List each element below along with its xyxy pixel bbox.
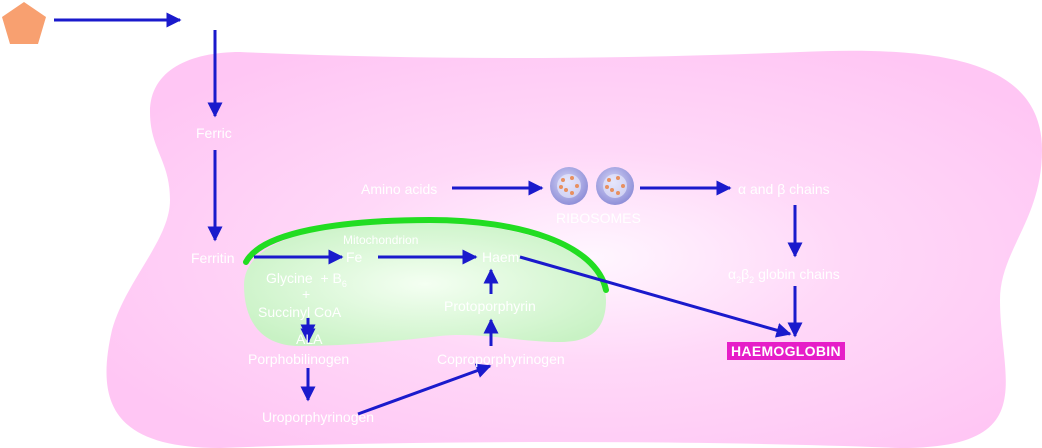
ribosome-icon xyxy=(596,167,634,205)
ferritin-label: Ferritin xyxy=(191,250,235,266)
ala-label: ALA xyxy=(296,331,323,347)
alpha-beta-chains-label: α and β chains xyxy=(738,181,830,197)
succinyl-coa-label: Succinyl CoA xyxy=(258,304,342,320)
ferric-label: Ferric xyxy=(196,125,232,141)
coproporphyrinogen-label: Coproporphyrinogen xyxy=(437,351,565,367)
amino-acids-label: Amino acids xyxy=(361,181,438,197)
mitochondrion-label: Mitochondrion xyxy=(343,233,419,247)
fe-label: Fe xyxy=(346,249,363,265)
plus-label: + xyxy=(302,286,311,302)
pentagon-icon xyxy=(2,2,46,44)
ribosome-icon xyxy=(550,167,588,205)
glycine-label: Glycine + B6 xyxy=(266,270,347,289)
arrow-haem-haemoglobin xyxy=(519,255,792,338)
ribosomes-label: RIBOSOMES xyxy=(556,210,641,226)
urobilinogen-label: Uroporphyrinogen xyxy=(262,409,375,425)
globin-chains-label: α2β2 globin chains xyxy=(728,266,840,285)
haem-label: Haem xyxy=(482,249,520,265)
porphobilinogen-label: Porphobilinogen xyxy=(248,351,350,367)
protoporphyrin-label: Protoporphyrin xyxy=(444,298,536,314)
mitochondrion-rim xyxy=(243,216,609,293)
arrow-urobilinogen-coproporphyrinogen xyxy=(357,363,492,416)
haemoglobin-label: HAEMOGLOBIN xyxy=(727,342,845,360)
